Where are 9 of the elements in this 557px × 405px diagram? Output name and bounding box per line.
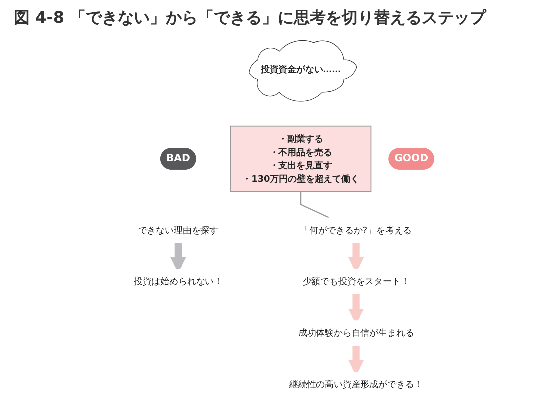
node-box: ・副業する ・不用品を売る ・支出を見直す ・130万円の壁を超えて働く [230,126,372,192]
node-text: 「何ができるか?」を考える [300,224,412,236]
node-text: できない理由を探す [138,224,219,236]
node-text: 成功体験から自信が生まれる [298,328,414,338]
connector [300,192,330,218]
node-text: 少額でも投資をスタート！ [302,276,410,288]
title: 図 4-8 「できない」から「できる」に思考を切り替えるステップ [14,8,486,29]
node-text: 投資は始められない！ [134,276,223,288]
node-text: 継続性の高い資産形成ができる！ [289,379,424,390]
